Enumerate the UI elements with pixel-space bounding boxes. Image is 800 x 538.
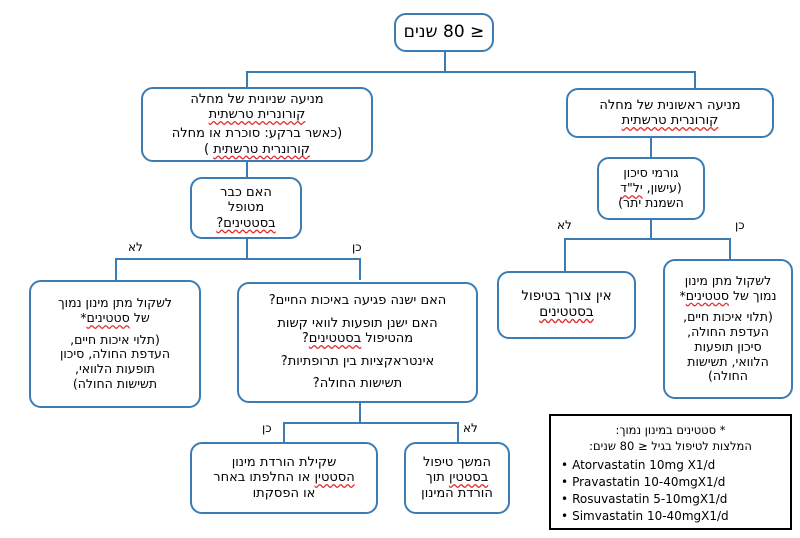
qol-line-1: האם ישנה פגיעה באיכות החיים?	[268, 293, 447, 309]
primary-line-2: קורונרית טרשתית	[621, 113, 719, 128]
legend-item: Simvastatin 10-40mgX1/d	[561, 508, 780, 525]
node-no-treatment-needed[interactable]: אין צורך בטיפול בסטטינים	[497, 271, 636, 339]
connector-primary-to-risk	[650, 137, 652, 157]
cwr-line-2: בסטטין תוך	[411, 470, 503, 485]
cwr-line-2-b: תוך	[425, 470, 449, 486]
cldl-line-4: העדפת החולה, סיכון	[59, 346, 171, 362]
qol-line-2: האם ישנן תופעות לוואי קשות	[277, 315, 438, 331]
cwr-line-1: המשך טיפול	[422, 455, 492, 470]
connector-risk-yes	[729, 238, 731, 259]
connector-qol-yes	[283, 422, 285, 443]
legend-title-line-1: * סטטינים במינון נמוך:	[615, 423, 726, 437]
edge-label-statins-no: לא	[128, 240, 143, 254]
ntn-line-1: אין צורך בטיפול	[521, 288, 612, 305]
cldr-line-1: לשקול מתן מינון	[684, 272, 772, 288]
secondary-line-2: קורונרית טרשתית	[208, 107, 306, 123]
node-primary-prevention[interactable]: מניעה ראשונית של מחלה קורונרית טרשתית	[566, 88, 774, 138]
risk-line-2-b: יל"ד	[620, 180, 643, 196]
qol-line-3-c: ?	[301, 331, 309, 347]
cldr-line-4: העדפת החולה,	[687, 324, 769, 340]
secondary-line-4-marked: קורונרית טרשתית	[213, 141, 310, 157]
node-reduce-or-switch-statin[interactable]: שקילת הורדת מינון הסטטין או החלפתו באחר …	[190, 442, 378, 514]
legend-item: Pravastatin 10-40mgX1/d	[561, 474, 780, 491]
cldr-line-5: סיכון תופעות	[694, 338, 762, 354]
cldr-line-3: (תלוי איכות חיים,	[683, 309, 773, 325]
connector-secondary-to-decision	[246, 161, 248, 180]
qol-line-3: מהטיפול בסטטינים?	[244, 331, 471, 346]
cldl-line-6: תשישות החולה)	[72, 375, 158, 391]
node-risk-factors[interactable]: גורמי סיכון (עישון, יל"ד השמנת יתר)	[597, 157, 705, 220]
node-secondary-prevention[interactable]: מניעה שניונית של מחלה קורונרית טרשתית (כ…	[141, 87, 373, 162]
qol-line-3-a: מהטיפול	[361, 331, 414, 347]
qol-line-4: אינטראקציות בין תרופתיות?	[280, 353, 435, 369]
qol-line-3-b: בסטטינים	[308, 331, 362, 347]
cwr-line-3: הורדת המינון	[421, 485, 493, 501]
connector-decision-no	[115, 258, 117, 280]
legend-statin-dosing: * סטטינים במינון נמוך: המלצות לטיפול בגי…	[549, 414, 792, 530]
ros-line-2-a: הסטטין	[314, 470, 355, 486]
cldr-line-2-a: נמוך של	[728, 287, 777, 303]
risk-line-1: גורמי סיכון	[623, 165, 679, 181]
cldr-line-2-c: *	[679, 287, 686, 303]
connector-to-secondary	[246, 71, 248, 88]
connector-risk-no	[564, 238, 566, 271]
connector-decision-down	[246, 239, 248, 259]
ntn-line-2: בסטטינים	[539, 304, 594, 320]
cldl-line-2-a: של	[129, 310, 150, 326]
connector-qol-no	[457, 422, 459, 443]
node-quality-of-life-questions[interactable]: האם ישנה פגיעה באיכות החיים? האם ישנן תו…	[237, 282, 478, 403]
ros-line-2: הסטטין או החלפתו באחר	[197, 470, 371, 485]
cldr-line-2: נמוך של סטטינים*	[670, 287, 786, 304]
primary-line-1: מניעה ראשונית של מחלה	[599, 97, 741, 113]
secondary-line-4: קורונרית טרשתית )	[148, 142, 366, 157]
connector-qol-split	[283, 422, 459, 424]
ros-line-3: או הפסקתו	[252, 485, 316, 501]
edge-label-statins-yes: כן	[352, 240, 362, 254]
legend-item: Atorvastatin 10mg X1/d	[561, 457, 780, 474]
cldr-line-7: החולה)	[708, 368, 748, 384]
node-age-threshold-text: ≤ 80 שנים	[403, 22, 485, 43]
node-consider-low-dose-right[interactable]: לשקול מתן מינון נמוך של סטטינים* (תלוי א…	[663, 259, 793, 399]
edge-label-qol-yes: כן	[262, 421, 272, 435]
node-consider-low-dose-left[interactable]: לשקול מתן מינון נמוך של סטטינים* (תלוי א…	[29, 280, 201, 408]
edge-label-risk-yes: כן	[735, 218, 745, 232]
cwr-line-2-a: בסטטין	[448, 470, 489, 486]
connector-risk-split	[564, 238, 730, 240]
legend-statin-list: Atorvastatin 10mg X1/d Pravastatin 10-40…	[561, 457, 780, 525]
cldl-line-1: לשקול מתן מינון נמוך	[57, 295, 173, 311]
connector-qol-down	[359, 403, 361, 423]
already-line-1: האם כבר	[220, 185, 272, 200]
connector-risk-down	[650, 220, 652, 239]
already-line-2: מטופל	[227, 200, 265, 216]
cldl-line-2-b: סטטינים	[86, 310, 130, 326]
qol-line-5: תשישות החולה?	[312, 376, 403, 392]
connector-decision-yes	[359, 258, 361, 280]
already-line-3: בסטטינים?	[216, 215, 276, 231]
risk-line-2: (עישון, יל"ד	[604, 180, 698, 196]
ros-line-1: שקילת הורדת מינון	[231, 455, 337, 470]
secondary-line-4-tail: )	[204, 141, 214, 157]
risk-line-2-a: (עישון,	[642, 180, 682, 196]
connector-root-down	[444, 51, 446, 72]
connector-to-primary	[694, 71, 696, 88]
cldr-line-2-b: סטטינים	[685, 287, 729, 303]
ros-line-2-b: או החלפתו באחר	[213, 470, 315, 486]
cldl-line-2-c: *	[80, 310, 87, 326]
secondary-line-3: (כאשר ברקע: סוכרת או מחלה	[171, 126, 343, 142]
edge-label-risk-no: לא	[557, 218, 572, 232]
cldl-line-5: תופעות הלוואי,	[74, 361, 156, 377]
edge-label-qol-no: לא	[463, 421, 478, 435]
secondary-line-1: מניעה שניונית של מחלה	[190, 92, 324, 107]
connector-decision-split	[115, 258, 361, 260]
legend-title-line-2: המלצות לטיפול בגיל ≤ 80 שנים:	[589, 438, 752, 453]
legend-item: Rosuvastatin 5-10mgX1/d	[561, 491, 780, 508]
node-age-threshold[interactable]: ≤ 80 שנים	[394, 13, 494, 52]
risk-line-3: השמנת יתר)	[618, 194, 684, 210]
cldl-line-3: (תלוי איכות חיים,	[70, 331, 160, 347]
node-already-on-statins[interactable]: האם כבר מטופל בסטטינים?	[190, 177, 302, 239]
cldr-line-6: הלוואי, תשישות	[687, 353, 769, 369]
connector-root-split	[246, 71, 696, 73]
cldl-line-2: של סטטינים*	[36, 310, 194, 326]
node-continue-with-reduction[interactable]: המשך טיפול בסטטין תוך הורדת המינון	[404, 442, 510, 514]
